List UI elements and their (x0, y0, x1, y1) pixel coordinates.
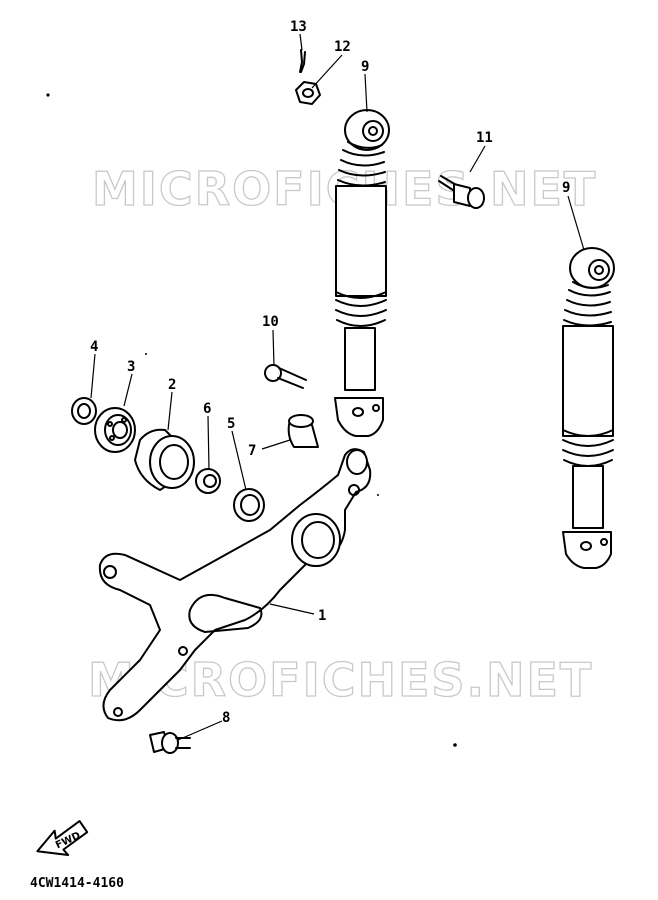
washer (233, 488, 265, 522)
callout-8: 8 (222, 710, 230, 726)
leader-lines (90, 33, 585, 741)
shock-absorber-left (334, 109, 390, 437)
fwd-arrow-icon: FWD (36, 820, 89, 857)
callout-13: 13 (290, 19, 307, 35)
bearing (94, 407, 136, 453)
diagram-code: 4CW1414-4160 (30, 876, 124, 891)
callout-2: 2 (168, 377, 176, 393)
callout-3: 3 (127, 359, 135, 375)
scan-dot (46, 93, 50, 97)
callout-5: 5 (227, 416, 235, 432)
scan-dot (377, 494, 379, 496)
bolt-8 (149, 731, 191, 754)
collar-small (195, 468, 221, 494)
callout-9-right: 9 (562, 180, 570, 196)
callout-7: 7 (248, 443, 256, 459)
nut (295, 81, 321, 105)
bolt-11 (438, 175, 485, 209)
shock-absorber-right (562, 247, 615, 569)
callout-12: 12 (334, 39, 351, 55)
callout-10: 10 (262, 314, 279, 330)
callout-11: 11 (476, 130, 493, 146)
collar (287, 414, 319, 448)
callout-6: 6 (203, 401, 211, 417)
cotter-pin (299, 49, 306, 73)
callout-1: 1 (318, 608, 326, 624)
rear-arm (98, 448, 372, 722)
oil-seal (71, 397, 97, 425)
scan-dot (145, 353, 147, 355)
callout-9-left: 9 (361, 59, 369, 75)
scan-dot (453, 743, 457, 747)
callout-4: 4 (90, 339, 98, 355)
bushing (134, 428, 195, 491)
bolt-10 (264, 364, 307, 389)
